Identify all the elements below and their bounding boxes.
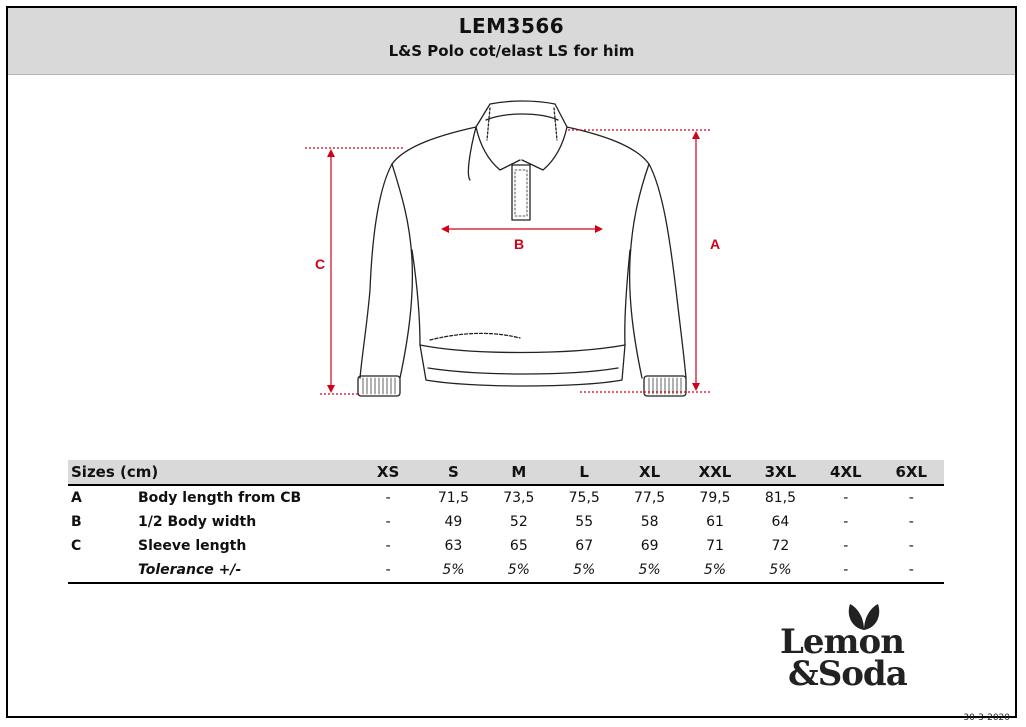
cell: 5%	[682, 558, 748, 584]
measurement-lines	[305, 129, 710, 395]
row-label: Sleeve length	[138, 538, 247, 554]
table-row: B 1/2 Body width - 49 52 55 58 61 64 - -	[68, 510, 944, 534]
cell: -	[385, 490, 391, 506]
row-code: A	[71, 490, 82, 506]
table-row: Tolerance +/- - 5% 5% 5% 5% 5% 5% - -	[68, 558, 944, 584]
cell: 73,5	[503, 490, 535, 506]
cell: 49	[444, 514, 463, 530]
size-col: 4XL	[813, 460, 879, 486]
cell: 81,5	[764, 490, 796, 506]
cell: -	[908, 514, 914, 530]
brand-logo: Lemon &Soda	[780, 592, 950, 694]
cell: 5%	[420, 558, 487, 584]
cell: 5%	[551, 558, 617, 584]
row-code: B	[71, 514, 82, 530]
cell: 79,5	[699, 490, 731, 506]
document-date: 30-3-2020	[963, 713, 1010, 723]
garment-outline	[357, 100, 687, 397]
cell: 77,5	[634, 490, 666, 506]
table-row: A Body length from CB - 71,5 73,5 75,5 7…	[68, 485, 944, 510]
size-col: M	[486, 460, 552, 486]
cell: 61	[706, 514, 724, 530]
row-code: C	[71, 538, 82, 554]
sizes-header: Sizes (cm)	[68, 460, 356, 486]
cell: 71,5	[437, 490, 470, 506]
leaf-icon	[848, 604, 880, 630]
logo-line-1: Lemon	[780, 622, 905, 662]
cell: -	[355, 558, 421, 584]
row-label: Tolerance +/-	[138, 558, 356, 584]
label-a: A	[710, 236, 720, 252]
size-col: 6XL	[878, 460, 944, 486]
cell: -	[908, 538, 914, 554]
cell: 64	[771, 514, 790, 530]
label-c: C	[315, 256, 325, 272]
product-code: LEM3566	[458, 14, 565, 38]
size-table: Sizes (cm) XS S M L XL XXL 3XL 4XL 6XL A…	[68, 460, 944, 584]
size-col: S	[420, 460, 487, 486]
product-name: L&S Polo cot/elast LS for him	[388, 42, 635, 60]
size-header-row: Sizes (cm) XS S M L XL XXL 3XL 4XL 6XL	[68, 460, 944, 486]
table-row: C Sleeve length - 63 65 67 69 71 72 - -	[68, 534, 944, 558]
cell: -	[843, 514, 849, 530]
cell: 58	[640, 514, 659, 530]
cell: -	[385, 538, 391, 554]
cell: -	[878, 558, 944, 584]
cell: 55	[575, 514, 594, 530]
row-label: Body length from CB	[138, 490, 302, 506]
cell: 72	[771, 538, 790, 554]
cell: -	[908, 490, 914, 506]
cell: 71	[706, 538, 724, 554]
row-code	[68, 558, 138, 584]
cell: -	[813, 558, 879, 584]
size-col: XS	[355, 460, 421, 486]
cell: 75,5	[568, 490, 600, 506]
cell: 63	[444, 538, 463, 554]
size-col: L	[551, 460, 617, 486]
size-col: 3XL	[747, 460, 814, 486]
size-col: XXL	[682, 460, 748, 486]
header-bar: LEM3566 L&S Polo cot/elast LS for him	[8, 8, 1015, 75]
cell: 65	[509, 538, 528, 554]
cell: -	[843, 490, 849, 506]
logo-line-2: &Soda	[788, 654, 908, 694]
cell: 67	[575, 538, 594, 554]
row-label: 1/2 Body width	[138, 514, 257, 530]
cell: -	[385, 514, 391, 530]
cell: 52	[509, 514, 528, 530]
polo-shirt-diagram: A B C	[305, 100, 720, 397]
cell: 69	[640, 538, 659, 554]
cell: 5%	[747, 558, 814, 584]
cell: -	[843, 538, 849, 554]
spec-sheet-frame: LEM3566 L&S Polo cot/elast LS for him	[6, 6, 1017, 718]
cell: 5%	[616, 558, 683, 584]
label-b: B	[514, 236, 524, 252]
cell: 5%	[486, 558, 552, 584]
size-col: XL	[616, 460, 683, 486]
